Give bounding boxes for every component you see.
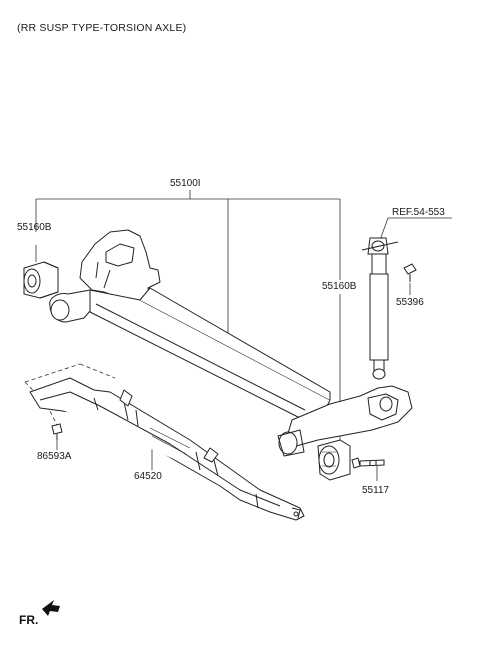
leader-ref (379, 217, 452, 241)
label-55117: 55117 (362, 485, 390, 496)
bolt-55117 (351, 457, 385, 469)
label-86593a: 86593A (37, 451, 72, 462)
shock-absorber (361, 237, 399, 380)
clip-86593a (51, 423, 63, 440)
label-64520: 64520 (134, 471, 162, 482)
label-ref-54-553: REF.54-553 (392, 207, 445, 218)
label-55160b-left: 55160B (17, 222, 52, 233)
diagram-title: (RR SUSP TYPE-TORSION AXLE) (17, 22, 187, 34)
label-55100i: 55100I (170, 178, 201, 189)
label-55160b-right: 55160B (322, 281, 357, 292)
torsion-axle (49, 229, 413, 457)
front-arrow-icon (42, 600, 60, 616)
label-55396: 55396 (396, 297, 424, 308)
front-indicator: FR. (19, 613, 39, 627)
bolt-55396 (403, 263, 417, 282)
bushing-left (23, 261, 59, 299)
cover-64520 (29, 377, 305, 521)
bushing-right (317, 439, 351, 481)
